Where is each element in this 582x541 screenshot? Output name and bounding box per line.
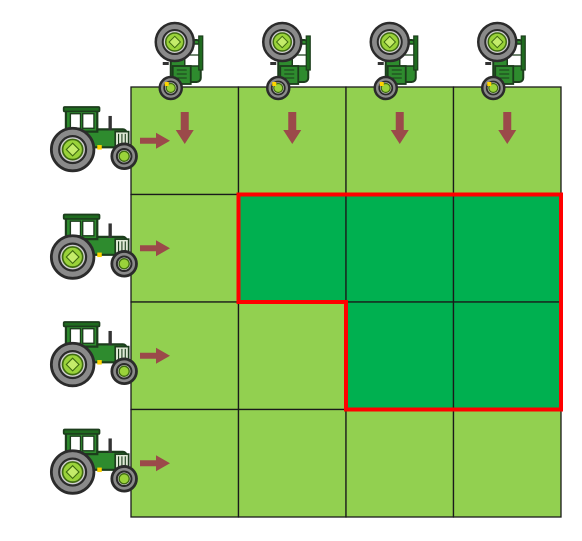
field-cell-r2-c2[interactable] — [237, 193, 347, 303]
field-cell-r3-c2[interactable] — [237, 301, 347, 411]
tractor-icon — [49, 105, 138, 173]
field-cell-r4-c2[interactable] — [237, 408, 347, 518]
arrow-down-icon — [175, 112, 194, 144]
tractor-icon-graphic — [49, 428, 138, 495]
arrow-down-icon — [390, 112, 409, 144]
arrow-right-icon — [140, 347, 170, 364]
field-cells — [130, 86, 562, 518]
field-cell-r4-c3[interactable] — [345, 408, 455, 518]
selected-region-outline — [236, 192, 563, 412]
tractor-icon-graphic — [49, 320, 138, 388]
tractor-icon — [49, 428, 138, 495]
tractor-icon — [49, 320, 138, 388]
left-tractor-column — [49, 105, 170, 495]
region-border — [236, 192, 563, 412]
arrow-down-icon — [498, 112, 517, 144]
arrow-right-icon — [140, 240, 170, 257]
field-cell-r2-c3[interactable] — [345, 193, 455, 303]
tractor-icon-graphic — [49, 105, 138, 173]
tractor-icon — [49, 213, 138, 280]
field-cell-r4-c4[interactable] — [452, 408, 562, 518]
field-cell-r2-c4[interactable] — [452, 193, 562, 303]
field-cell-r3-c4[interactable] — [452, 301, 562, 411]
arrow-down-icon — [283, 112, 302, 144]
tractor-icon-graphic — [49, 213, 138, 280]
arrow-right-icon — [140, 455, 170, 472]
arrow-right-icon — [140, 132, 170, 149]
top-tractor-row — [154, 21, 527, 144]
field-cell-r3-c3[interactable] — [345, 301, 455, 411]
